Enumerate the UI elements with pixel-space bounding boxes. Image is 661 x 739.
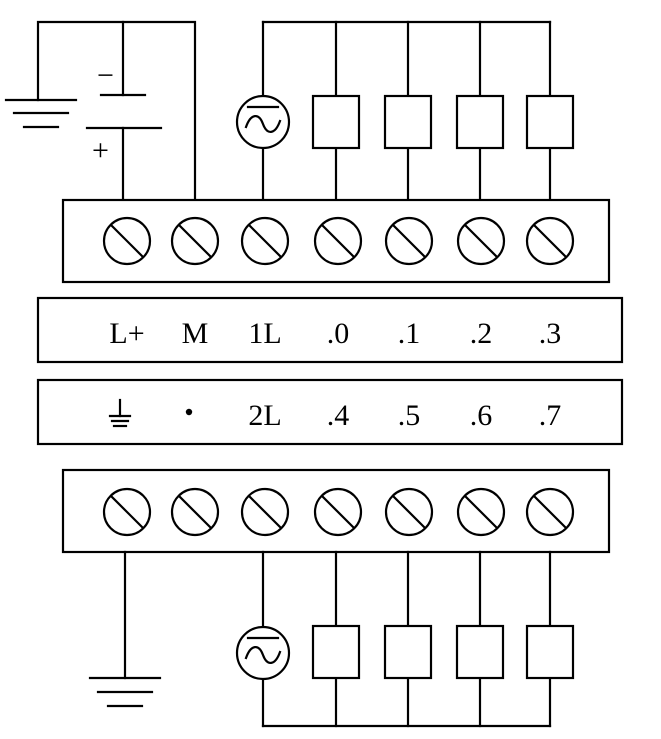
label-output-7: .7 <box>539 399 562 432</box>
label-output-6: .6 <box>470 399 493 432</box>
terminal-screw-icon <box>525 487 575 537</box>
load-icon <box>383 94 433 150</box>
load-icon <box>525 94 575 150</box>
load-icon <box>525 624 575 680</box>
terminal-screw-icon <box>384 216 434 266</box>
ac-source-icon <box>235 625 291 681</box>
terminal-screw-icon <box>313 487 363 537</box>
terminal-screw-icon <box>456 216 506 266</box>
label-l-plus: L+ <box>109 317 144 350</box>
ground-icon <box>108 398 132 428</box>
battery-plus-sign: + <box>92 134 109 167</box>
label-m: M <box>182 317 209 350</box>
label-output-2: .2 <box>470 317 493 350</box>
terminal-screw-icon <box>102 216 152 266</box>
terminal-screw-icon <box>384 487 434 537</box>
top-wiring: − + <box>4 20 575 202</box>
label-output-1: .1 <box>398 317 421 350</box>
ground-icon <box>88 676 162 708</box>
ground-icon <box>4 98 78 129</box>
ac-source-icon <box>235 94 291 150</box>
battery-icon: − + <box>85 59 163 167</box>
top-labels: L+ M 1L .0 .1 .2 .3 <box>109 317 561 350</box>
terminal-screw-icon <box>240 487 290 537</box>
terminal-screw-icon <box>240 216 290 266</box>
label-2l: 2L <box>248 399 281 432</box>
top-terminal-block <box>61 198 611 284</box>
load-icon <box>311 94 361 150</box>
dot-icon <box>185 408 193 416</box>
terminal-screw-icon <box>525 216 575 266</box>
bottom-wiring <box>88 550 575 728</box>
label-1l: 1L <box>248 317 281 350</box>
label-output-4: .4 <box>327 399 350 432</box>
bottom-labels: 2L .4 .5 .6 .7 <box>108 398 562 432</box>
label-output-5: .5 <box>398 399 421 432</box>
label-output-3: .3 <box>539 317 562 350</box>
load-icon <box>311 624 361 680</box>
load-icon <box>455 624 505 680</box>
load-icon <box>383 624 433 680</box>
top-terminal-screws <box>102 216 575 266</box>
terminal-screw-icon <box>170 487 220 537</box>
battery-minus-sign: − <box>97 59 114 92</box>
bottom-terminal-screws <box>102 487 575 537</box>
terminal-screw-icon <box>456 487 506 537</box>
label-output-0: .0 <box>327 317 350 350</box>
terminal-screw-icon <box>170 216 220 266</box>
bottom-label-strip <box>36 378 624 446</box>
load-icon <box>455 94 505 150</box>
terminal-screw-icon <box>102 487 152 537</box>
terminal-screw-icon <box>313 216 363 266</box>
top-label-strip <box>36 296 624 364</box>
